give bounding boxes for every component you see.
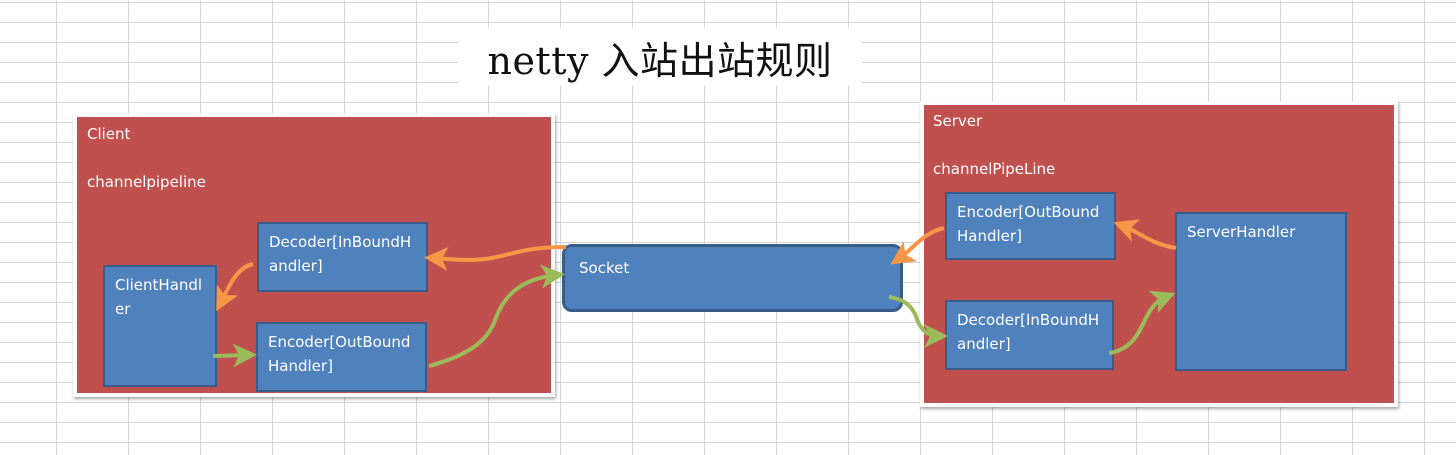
- arrow-client-decoder-to-handler: [216, 262, 254, 312]
- server-encoder-box: Encoder[OutBoundHandler]: [945, 192, 1116, 260]
- server-pipeline-label: channelPipeLine: [933, 160, 1056, 178]
- client-encoder-box: Encoder[OutBoundHandler]: [256, 322, 427, 392]
- client-handler-box: ClientHandler: [103, 265, 217, 387]
- client-label: Client: [87, 125, 131, 143]
- server-label: Server: [933, 112, 983, 130]
- arrow-socket-to-client-decoder: [424, 245, 567, 271]
- arrow-socket-to-server-decoder: [888, 295, 948, 348]
- client-pipeline-label: channelpipeline: [87, 173, 206, 191]
- client-decoder-box: Decoder[InBoundHandler]: [257, 222, 428, 292]
- arrow-server-handler-to-encoder: [1113, 219, 1177, 250]
- arrow-server-encoder-to-socket: [890, 226, 945, 265]
- server-decoder-box: Decoder[InBoundHandler]: [945, 300, 1114, 370]
- arrow-client-handler-to-encoder: [212, 343, 257, 368]
- diagram-title: netty 入站出站规则: [487, 38, 833, 83]
- title-box: netty 入站出站规则: [458, 28, 862, 86]
- server-handler-box: ServerHandler: [1175, 212, 1347, 371]
- arrow-server-decoder-to-handler: [1108, 290, 1176, 355]
- arrow-client-encoder-to-socket: [428, 264, 565, 368]
